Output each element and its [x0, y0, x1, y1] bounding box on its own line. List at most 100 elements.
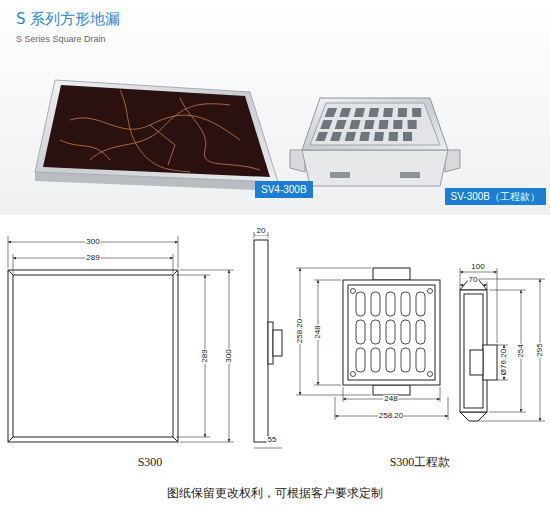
s300-front-view [13, 275, 173, 437]
subtitle: S Series Square Drain [16, 35, 106, 44]
page-title: S 系列方形地漏 [16, 12, 120, 27]
tile-photo [120, 90, 190, 172]
dimension-lines [13, 254, 14, 273]
grate-screws [351, 372, 356, 377]
grate-photo [398, 108, 407, 117]
grate-photo [393, 120, 402, 129]
dimension-lines [460, 268, 461, 290]
s300-front-view [8, 437, 13, 442]
dimension: 295 [536, 342, 544, 357]
grate-photo [354, 108, 365, 117]
s300-side-view [273, 330, 282, 356]
photo-ground [0, 0, 550, 215]
dimension-lines [296, 268, 371, 269]
dimension: 20 [256, 227, 267, 235]
dimension: 289 [85, 254, 100, 262]
grate-photo [335, 120, 347, 129]
dimension-lines [489, 412, 526, 413]
tile-photo [35, 80, 278, 182]
grate-photo [374, 132, 384, 141]
grate-screws [428, 289, 433, 294]
tile-photo [60, 90, 260, 172]
dimension-lines [8, 236, 9, 268]
model-name: SV-300B（工程款） [451, 191, 540, 202]
tile-photo [180, 98, 260, 170]
grate-photo [325, 108, 337, 117]
dimension-lines [296, 395, 371, 396]
grate-slots [416, 348, 425, 372]
grate-slots [356, 292, 365, 316]
grate-photo [379, 120, 389, 129]
grate-slots [416, 320, 425, 344]
grate-photo [339, 108, 351, 117]
s300-eng-top-view [348, 285, 435, 380]
dimension-lines [497, 380, 508, 381]
dimension-lines [440, 387, 441, 402]
dimension-lines [8, 232, 282, 448]
grate-photo [359, 132, 370, 141]
model-badge: SV-300B（工程款） [445, 188, 546, 205]
grate-photo [403, 132, 412, 141]
dimension: 258.20 [378, 412, 404, 420]
grate-slots [401, 320, 410, 344]
grate-photo [345, 132, 356, 141]
dimension-lines [180, 442, 234, 443]
tile-photo [70, 115, 240, 140]
dimension-lines [343, 387, 344, 402]
grate-photo [408, 120, 417, 129]
tile-photo [35, 80, 278, 191]
model-badge: SV4-300B [255, 181, 313, 198]
grate-slots [356, 320, 365, 344]
s300-eng-top-view [343, 280, 440, 385]
dimension-lines [497, 345, 508, 346]
grate-slots [356, 348, 365, 372]
grate-photo [364, 120, 375, 129]
dimension-lines [178, 236, 179, 268]
grate-slots [401, 348, 410, 372]
s300-eng-top-view [373, 385, 410, 395]
grate-screws [428, 372, 433, 377]
s300-side-view [268, 322, 273, 364]
grate-photo [330, 132, 342, 141]
grate-photo [349, 120, 360, 129]
grate-photo [316, 132, 328, 141]
s300-side-view [254, 240, 282, 442]
tile-photo [43, 85, 270, 177]
dimension-lines [335, 397, 336, 420]
drawing-name: S300工程款 [390, 456, 451, 468]
s300-front-view [8, 270, 178, 442]
grate-slots [401, 292, 410, 316]
grate-photo [330, 172, 350, 178]
grate-slots [386, 292, 395, 316]
dimension: 100 [470, 263, 485, 271]
grate-photo [320, 120, 332, 129]
grate-photo [290, 98, 460, 186]
tile-photo [60, 140, 110, 160]
grate-photo [302, 150, 448, 186]
grate-slots [371, 348, 380, 372]
tile-photo [90, 104, 230, 160]
grate-slots [356, 292, 425, 372]
tile-photo [150, 125, 175, 165]
s300-eng-side-view [464, 294, 483, 408]
dimension: Ø76.20 [500, 348, 508, 376]
grate-photo [316, 108, 422, 141]
drawing-name: S300 [138, 456, 163, 468]
dimension-lines [478, 279, 545, 280]
grate-slots [371, 320, 380, 344]
dimension: 300 [225, 348, 233, 363]
s300-eng-side-view [470, 350, 483, 375]
s300-eng-side-view [483, 345, 497, 380]
grate-slots [386, 348, 395, 372]
grate-photo [383, 108, 393, 117]
s300-eng-top-view [343, 268, 440, 395]
dimension-lines [180, 270, 234, 271]
dimension: 248 [314, 324, 322, 339]
s300-eng-side-view [460, 412, 487, 421]
s300-eng-side-view [460, 290, 487, 412]
grate-photo [412, 108, 421, 117]
grate-photo [400, 172, 420, 178]
model-name: SV4-300B [261, 184, 307, 195]
grate-screws [351, 289, 356, 294]
grate-photo [389, 132, 398, 141]
